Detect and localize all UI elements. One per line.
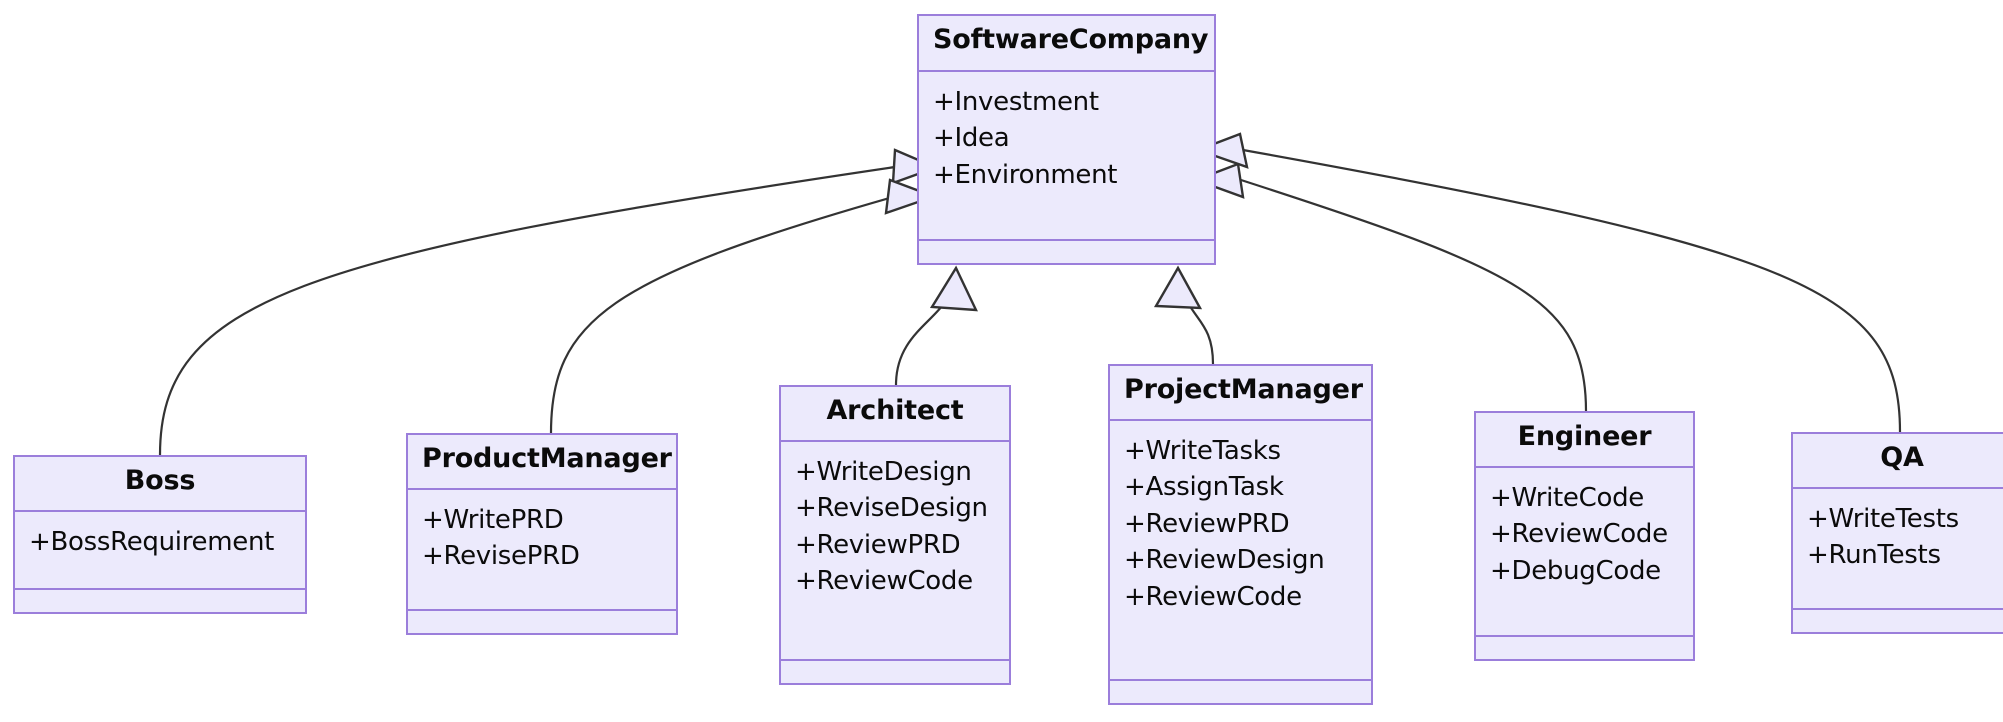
class-box-engineer[interactable]: Engineer +WriteCode +ReviewCode +DebugCo… — [1474, 411, 1695, 661]
class-title-softwarecompany: SoftwareCompany — [919, 16, 1214, 72]
class-title-productmanager: ProductManager — [408, 435, 676, 490]
class-methods-architect — [781, 661, 1009, 683]
class-attributes-projectmanager: +WriteTasks +AssignTask +ReviewPRD +Revi… — [1110, 421, 1371, 681]
class-title-engineer: Engineer — [1476, 413, 1693, 468]
attribute-item: +RunTests — [1807, 540, 1941, 571]
attribute-item: +WriteDesign — [795, 457, 972, 487]
class-box-productmanager[interactable]: ProductManager +WritePRD +RevisePRD — [406, 433, 678, 635]
attribute-item: +RevisePRD — [422, 541, 580, 572]
class-methods-boss — [15, 590, 305, 612]
class-title-qa: QA — [1793, 434, 2003, 489]
class-attributes-productmanager: +WritePRD +RevisePRD — [408, 490, 676, 611]
attribute-item: +Environment — [933, 159, 1118, 190]
attribute-item: +WriteTasks — [1124, 436, 1281, 466]
class-attributes-softwarecompany: +Investment +Idea +Environment — [919, 72, 1214, 241]
attribute-item: +WriteTests — [1807, 504, 1959, 534]
edge-architect-to-softwarecompany — [894, 265, 978, 387]
class-methods-productmanager — [408, 611, 676, 633]
attribute-item: +DebugCode — [1490, 555, 1661, 586]
class-attributes-qa: +WriteTests +RunTests — [1793, 489, 2003, 610]
class-methods-qa — [1793, 610, 2003, 632]
attribute-item: +ReviewDesign — [1124, 545, 1325, 576]
attribute-item: +ReviewCode — [1490, 519, 1668, 550]
attribute-item: +WriteCode — [1490, 483, 1644, 513]
class-methods-projectmanager — [1110, 681, 1371, 703]
class-box-architect[interactable]: Architect +WriteDesign +ReviseDesign +Re… — [779, 385, 1011, 685]
attribute-item: +ReviewCode — [1124, 581, 1302, 612]
class-title-architect: Architect — [781, 387, 1009, 442]
attribute-item: +Idea — [933, 123, 1010, 154]
class-box-boss[interactable]: Boss +BossRequirement — [13, 455, 307, 614]
class-title-projectmanager: ProjectManager — [1110, 366, 1371, 421]
class-attributes-engineer: +WriteCode +ReviewCode +DebugCode — [1476, 468, 1693, 637]
class-box-qa[interactable]: QA +WriteTests +RunTests — [1791, 432, 2003, 634]
class-title-boss: Boss — [15, 457, 305, 512]
edge-projectmanager-to-softwarecompany — [1153, 265, 1215, 366]
attribute-item: +AssignTask — [1124, 472, 1284, 503]
class-attributes-architect: +WriteDesign +ReviseDesign +ReviewPRD +R… — [781, 442, 1009, 661]
attribute-item: +WritePRD — [422, 505, 564, 535]
class-attributes-boss: +BossRequirement — [15, 512, 305, 590]
attribute-item: +Investment — [933, 87, 1099, 117]
attribute-item: +ReviewCode — [795, 566, 973, 597]
attribute-item: +ReviseDesign — [795, 493, 988, 524]
class-box-softwarecompany[interactable]: SoftwareCompany +Investment +Idea +Envir… — [917, 14, 1216, 265]
class-methods-engineer — [1476, 637, 1693, 659]
attribute-item: +ReviewPRD — [795, 529, 961, 560]
attribute-item: +BossRequirement — [29, 527, 275, 557]
class-methods-softwarecompany — [919, 241, 1214, 263]
attribute-item: +ReviewPRD — [1124, 508, 1290, 539]
class-box-projectmanager[interactable]: ProjectManager +WriteTasks +AssignTask +… — [1108, 364, 1373, 705]
